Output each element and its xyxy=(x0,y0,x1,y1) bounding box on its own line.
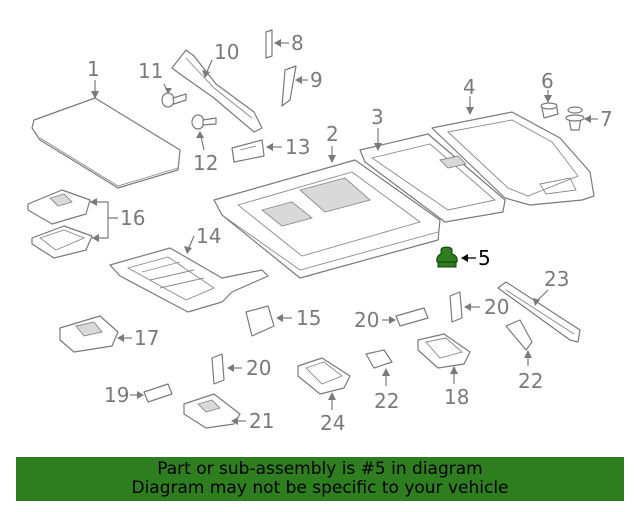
arrow-5 xyxy=(461,254,468,262)
callout-16[interactable]: 16 xyxy=(120,206,145,230)
callout-5[interactable]: 5 xyxy=(478,246,491,270)
arrow-23 xyxy=(533,298,540,306)
callout-24[interactable]: 24 xyxy=(320,411,345,435)
arrow-16b xyxy=(92,234,99,242)
arrow-13 xyxy=(266,143,273,151)
part-21-lamp-base[interactable] xyxy=(183,393,241,429)
part-5-clip-highlighted[interactable] xyxy=(436,246,458,268)
arrow-20b xyxy=(464,303,471,311)
part-24-lamp-unit[interactable] xyxy=(297,357,351,395)
callout-22-a[interactable]: 22 xyxy=(374,389,399,413)
arrow-22a xyxy=(382,368,390,376)
part-15-small-panel[interactable] xyxy=(245,305,275,337)
arrow-18 xyxy=(450,366,458,374)
arrow-1 xyxy=(91,91,99,99)
arrow-11 xyxy=(165,88,172,94)
callout-19[interactable]: 19 xyxy=(104,383,129,407)
part-14-console-frame[interactable] xyxy=(109,247,269,313)
arrow-3 xyxy=(374,143,382,151)
arrow-15 xyxy=(276,314,283,322)
part-17-module[interactable] xyxy=(59,315,119,353)
part-19-lens[interactable] xyxy=(143,383,173,403)
callout-4[interactable]: 4 xyxy=(463,75,476,99)
callout-17[interactable]: 17 xyxy=(134,326,159,350)
arrow-14 xyxy=(184,246,192,254)
callout-3[interactable]: 3 xyxy=(371,105,384,129)
callout-13[interactable]: 13 xyxy=(285,135,310,159)
part-20-lens-c[interactable] xyxy=(211,353,225,385)
callout-1[interactable]: 1 xyxy=(87,57,100,81)
arrow-22b xyxy=(524,350,532,358)
part-2-roof-liner[interactable] xyxy=(213,159,441,279)
part-20-lens-a[interactable] xyxy=(395,307,429,327)
arrow-21 xyxy=(231,417,238,425)
callout-15[interactable]: 15 xyxy=(296,306,321,330)
part-11-push-pin[interactable] xyxy=(161,92,187,108)
part-info-banner: Part or sub-assembly is #5 in diagram Di… xyxy=(16,457,624,501)
part-4-rear-roof-liner[interactable] xyxy=(431,111,595,206)
arrow-17 xyxy=(117,334,124,342)
arrow-9 xyxy=(295,76,302,84)
part-13-bracket[interactable] xyxy=(231,139,265,163)
callout-12[interactable]: 12 xyxy=(193,151,218,175)
part-22-cover-b[interactable] xyxy=(505,319,533,351)
arrow-8 xyxy=(274,39,281,47)
callout-20-c[interactable]: 20 xyxy=(246,356,271,380)
callout-6[interactable]: 6 xyxy=(541,69,554,93)
part-9-trim-strip[interactable] xyxy=(281,65,297,107)
part-1-headliner[interactable] xyxy=(31,97,181,189)
arrow-6 xyxy=(544,95,552,103)
arrow-12 xyxy=(196,131,204,138)
leader-16 xyxy=(90,201,118,239)
part-8-bracket[interactable] xyxy=(265,29,273,59)
arrow-16a xyxy=(90,198,97,206)
part-12-screw[interactable] xyxy=(191,114,217,130)
callout-20-a[interactable]: 20 xyxy=(354,308,379,332)
callout-7[interactable]: 7 xyxy=(600,107,613,131)
arrow-4 xyxy=(466,107,474,115)
part-16-lamp-assembly[interactable] xyxy=(27,189,93,259)
callout-21[interactable]: 21 xyxy=(249,409,274,433)
arrow-19 xyxy=(137,391,144,399)
arrow-2 xyxy=(328,155,336,163)
part-22-cover-a[interactable] xyxy=(365,349,393,369)
part-10-bracket-rail[interactable] xyxy=(171,49,263,133)
exploded-parts-diagram: 1 2 3 4 5 6 7 8 9 10 11 12 13 14 15 16 1… xyxy=(27,29,613,435)
callout-10[interactable]: 10 xyxy=(214,40,239,64)
callout-22-b[interactable]: 22 xyxy=(518,369,543,393)
callout-18[interactable]: 18 xyxy=(444,385,469,409)
part-6-plug[interactable] xyxy=(540,102,559,119)
callout-8[interactable]: 8 xyxy=(291,31,304,55)
arrow-7 xyxy=(584,115,591,123)
part-20-lens-b[interactable] xyxy=(449,291,463,323)
callout-9[interactable]: 9 xyxy=(310,68,323,92)
arrow-20a xyxy=(389,316,396,324)
callout-20-b[interactable]: 20 xyxy=(484,295,509,319)
part-3-roof-liner-section[interactable] xyxy=(359,133,506,223)
part-18-lamp-housing[interactable] xyxy=(417,333,471,369)
arrow-20c xyxy=(227,364,234,372)
callout-2[interactable]: 2 xyxy=(326,122,339,146)
callout-11[interactable]: 11 xyxy=(138,59,163,83)
arrow-24 xyxy=(328,392,336,400)
part-23-trim-rail[interactable] xyxy=(497,281,581,343)
callout-23[interactable]: 23 xyxy=(544,267,569,291)
callout-14[interactable]: 14 xyxy=(196,224,221,248)
arrow-10 xyxy=(202,70,210,78)
part-7-push-clip[interactable] xyxy=(565,106,585,131)
banner-line-part-number: Part or sub-assembly is #5 in diagram xyxy=(157,459,483,479)
banner-line-disclaimer: Diagram may not be specific to your vehi… xyxy=(131,478,509,498)
